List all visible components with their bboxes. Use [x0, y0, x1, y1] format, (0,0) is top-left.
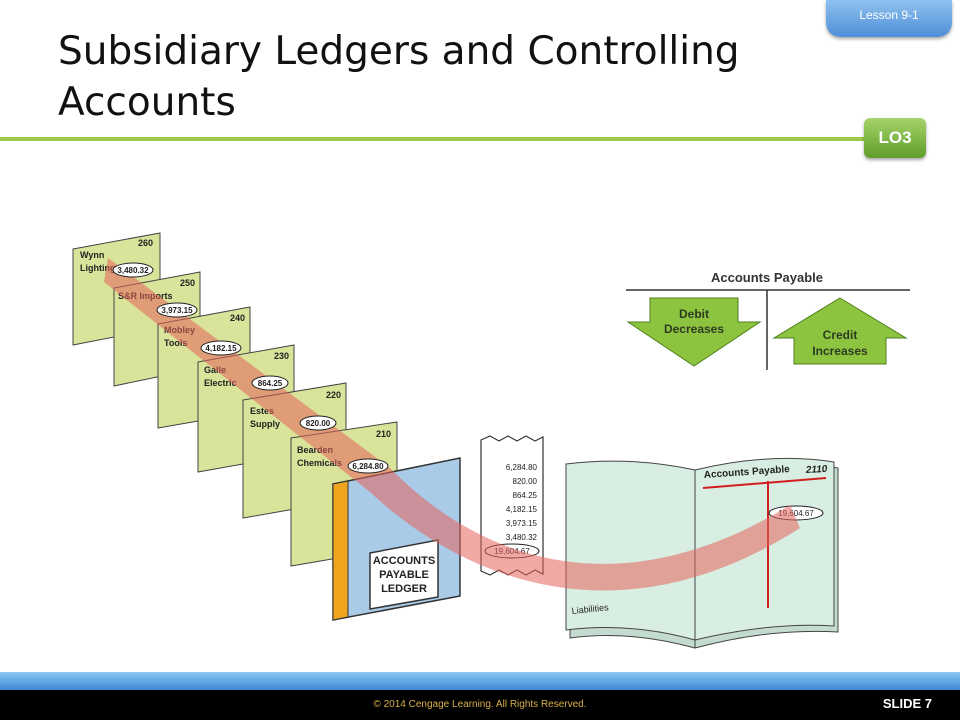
tape-entry: 820.00 — [513, 477, 538, 486]
vendor-name: Chemicals — [297, 458, 342, 468]
binder-label: LEDGER — [381, 583, 427, 595]
svg-text:6,284.80: 6,284.80 — [352, 462, 384, 471]
binder-label: PAYABLE — [379, 569, 429, 581]
account-number: 250 — [180, 278, 195, 288]
tape-entry: 864.25 — [513, 491, 538, 500]
vendor-name: Lighting — [80, 263, 116, 273]
account-number: 260 — [138, 238, 153, 248]
account-number: 220 — [326, 390, 341, 400]
ledger-balance: 19,604.67 — [778, 509, 814, 518]
account-number: 210 — [376, 429, 391, 439]
tape-entry: 3,973.15 — [506, 519, 538, 528]
card-balance: 3,973.15 — [156, 302, 198, 318]
accounts-payable-ledger-binder: ACCOUNTS PAYABLE LEDGER — [332, 457, 461, 621]
vendor-name: Supply — [250, 419, 280, 429]
vendor-name: Estes — [250, 406, 274, 416]
card-balance: 3,480.32 — [112, 262, 154, 278]
svg-text:Decreases: Decreases — [664, 322, 724, 336]
credit-increases-arrow — [772, 297, 908, 365]
vendor-name: Galle — [204, 365, 226, 375]
vendor-name: Wynn — [80, 250, 104, 260]
svg-text:864.25: 864.25 — [258, 379, 283, 388]
tape-entry: 6,284.80 — [506, 463, 538, 472]
ledger-account-number: 2110 — [805, 464, 828, 476]
slide-number: SLIDE 7 — [882, 696, 932, 711]
general-ledger-book: Accounts Payable 2110 19,604.67 Liabilit… — [565, 457, 839, 649]
learning-objective-badge: LO3 — [864, 118, 926, 158]
lesson-tab: Lesson 9-1 — [826, 0, 952, 37]
card-balance: 820.00 — [299, 415, 337, 431]
t-account-title: Accounts Payable — [711, 270, 823, 285]
card-balance: 864.25 — [251, 375, 289, 391]
svg-text:Increases: Increases — [812, 344, 868, 358]
svg-text:Debit: Debit — [679, 307, 709, 321]
vendor-name: Electric — [204, 378, 237, 388]
slide-title: Subsidiary Ledgers and Controlling Accou… — [58, 29, 740, 125]
copyright-text: © 2014 Cengage Learning. All Rights Rese… — [373, 699, 587, 710]
posting-flow-band — [104, 258, 800, 591]
binder-label: ACCOUNTS — [373, 555, 435, 567]
account-number: 240 — [230, 313, 245, 323]
svg-text:3,973.15: 3,973.15 — [161, 306, 193, 315]
svg-text:Credit: Credit — [823, 328, 858, 342]
account-number: 230 — [274, 351, 289, 361]
liabilities-label: Liabilities — [571, 602, 609, 616]
footer-band — [0, 672, 960, 690]
svg-text:3,480.32: 3,480.32 — [117, 266, 149, 275]
card-balance: 4,182.15 — [200, 340, 242, 356]
tape-entry: 4,182.15 — [506, 505, 538, 514]
title-underline — [0, 137, 878, 141]
vendor-name: Bearden — [297, 445, 333, 455]
vendor-name: Tools — [164, 338, 187, 348]
t-account-accounts-payable: Accounts Payable Debit Decreases Credit … — [626, 270, 910, 370]
card-balance: 6,284.80 — [347, 458, 389, 474]
footer-bar — [0, 690, 960, 720]
svg-text:820.00: 820.00 — [306, 419, 331, 428]
tape-entry: 3,480.32 — [506, 533, 538, 542]
debit-decreases-arrow — [626, 297, 762, 367]
svg-text:4,182.15: 4,182.15 — [205, 344, 237, 353]
